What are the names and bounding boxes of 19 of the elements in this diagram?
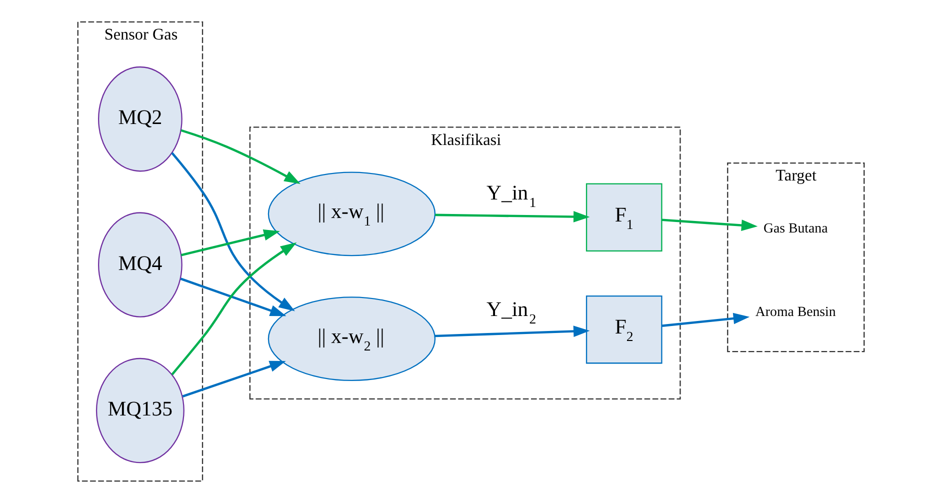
node-ellipse: MQ4 — [98, 212, 182, 318]
arrow — [171, 242, 297, 376]
arrow — [180, 229, 280, 256]
node-text: Aroma Bensin — [755, 304, 836, 320]
node-ellipse: MQ135 — [96, 358, 184, 464]
node-text: Gas Butana — [763, 222, 828, 237]
node-ellipse: MQ2 — [98, 66, 182, 172]
arrow — [434, 326, 590, 338]
arrow — [180, 129, 300, 184]
edge-label: Y_in$_{1}$ — [486, 180, 536, 211]
node-box: F$_{1}$ — [586, 183, 662, 252]
node-box: F$_{2}$ — [586, 295, 662, 364]
arrow — [662, 218, 758, 231]
arrow — [662, 312, 750, 327]
edge-label: Y_in$_{2}$ — [486, 297, 536, 328]
arrow — [182, 360, 286, 398]
arrow — [435, 211, 590, 222]
arrow — [171, 152, 295, 312]
arrow — [180, 278, 286, 316]
